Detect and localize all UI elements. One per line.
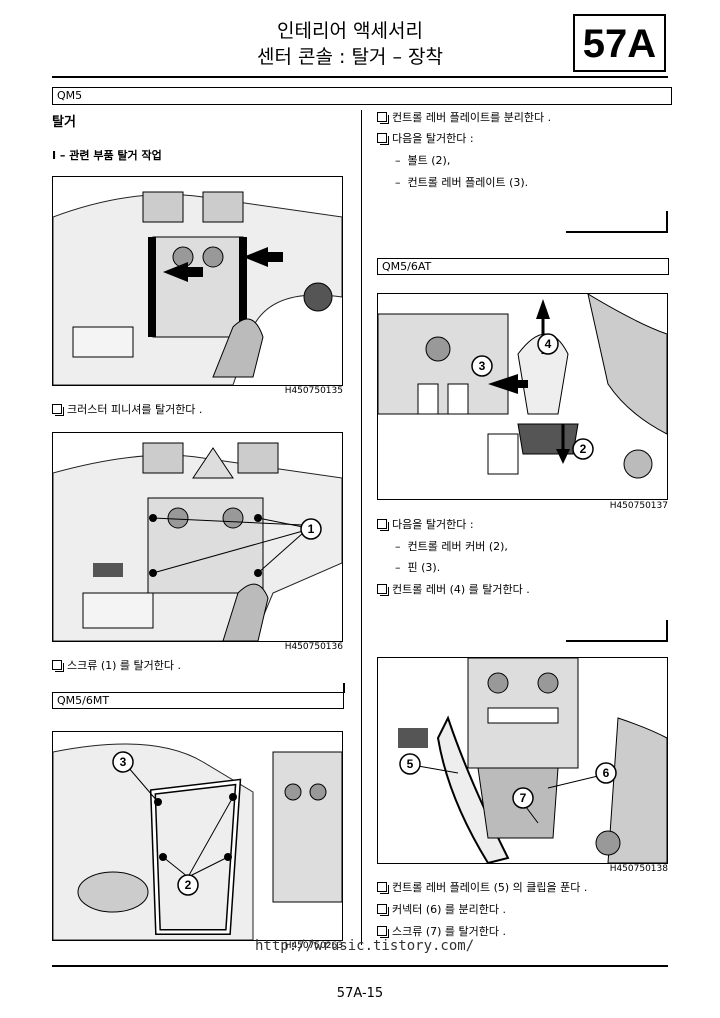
step-remove-screw-7: 스크류 (7) 를 탈거한다 . — [377, 925, 506, 939]
step-remove-control-lever: 컨트롤 레버 (4) 를 탈거한다 . — [377, 583, 530, 597]
list-item-text: 컨트롤 레버 커버 (2), — [407, 540, 508, 553]
figure-3-callout-2: 2 — [185, 878, 192, 892]
title-line-2: 센터 콘솔 : 탈거 – 장착 — [257, 46, 443, 68]
step-text: 다음을 탈거한다 : — [392, 518, 474, 531]
page-title-block: 인테리어 액세서리 센터 콘솔 : 탈거 – 장착 — [150, 18, 550, 70]
list-item-text: 컨트롤 레버 플레이트 (3). — [407, 176, 529, 189]
list-item: – 컨트롤 레버 플레이트 (3). — [395, 176, 529, 189]
title-line-1: 인테리어 액세서리 — [277, 20, 423, 42]
section-title: 탈거 — [52, 115, 76, 130]
watermark-url: http://wrusic.tistory.com/ — [255, 938, 475, 954]
variant-label-mt: QM5/6MT — [52, 692, 344, 709]
figure-4-drawing: 4 3 2 — [378, 294, 667, 499]
step-text: 크러스터 피니셔를 탈거한다 . — [67, 403, 203, 416]
step-remove-screw-1: 스크류 (1) 를 탈거한다 . — [52, 659, 181, 673]
step-text: 스크류 (7) 를 탈거한다 . — [392, 925, 507, 938]
end-marker-right-1 — [566, 211, 668, 233]
figure-3-callout-3: 3 — [120, 755, 127, 769]
list-item: – 볼트 (2), — [395, 154, 451, 167]
figure-5-callout-6: 6 — [603, 766, 610, 780]
step-text: 컨트롤 레버 (4) 를 탈거한다 . — [392, 583, 530, 596]
figure-2-code: H450750136 — [284, 642, 343, 652]
section-code-box: 57A — [573, 14, 666, 72]
figure-5: 5 6 7 — [377, 657, 668, 864]
figure-5-callout-5: 5 — [407, 757, 414, 771]
figure-1-code: H450750135 — [284, 386, 343, 396]
step-text: 스크류 (1) 를 탈거한다 . — [67, 659, 182, 672]
variant-label-at: QM5/6AT — [377, 258, 669, 275]
page-number: 57A-15 — [336, 986, 384, 1001]
figure-5-drawing: 5 6 7 — [378, 658, 667, 863]
figure-4: 4 3 2 — [377, 293, 668, 500]
checkbox-bullet-icon — [377, 519, 389, 531]
step-remove-following-1: 다음을 탈거한다 : — [377, 132, 474, 146]
checkbox-bullet-icon — [377, 882, 389, 894]
checkbox-bullet-icon — [377, 133, 389, 145]
checkbox-bullet-icon — [377, 926, 389, 938]
checkbox-bullet-icon — [377, 112, 389, 124]
step-text: 커넥터 (6) 를 분리한다 . — [392, 903, 507, 916]
list-item: – 컨트롤 레버 커버 (2), — [395, 540, 508, 553]
figure-5-callout-7: 7 — [520, 791, 527, 805]
figure-5-code: H450750138 — [609, 864, 668, 874]
figure-3-drawing: 3 2 — [53, 732, 342, 940]
list-item-text: 핀 (3). — [407, 561, 441, 574]
end-marker-left — [52, 683, 345, 693]
list-item-text: 볼트 (2), — [407, 154, 451, 167]
subsection-title: I – 관련 부품 탈거 작업 — [52, 149, 162, 162]
figure-4-callout-3: 3 — [479, 359, 486, 373]
figure-4-callout-4: 4 — [545, 337, 552, 351]
step-remove-following-2: 다음을 탈거한다 : — [377, 518, 474, 532]
figure-1-drawing — [53, 177, 342, 385]
figure-3: 3 2 — [52, 731, 343, 941]
model-bar: QM5 — [52, 87, 672, 105]
list-item: – 핀 (3). — [395, 561, 441, 574]
figure-4-callout-2: 2 — [580, 442, 587, 456]
step-disconnect-connector: 커넥터 (6) 를 분리한다 . — [377, 903, 506, 917]
step-text: 컨트롤 레버 플레이트를 분리한다 . — [392, 111, 552, 124]
figure-2: 1 — [52, 432, 343, 642]
figure-1 — [52, 176, 343, 386]
header-divider — [52, 76, 668, 78]
end-marker-right-2 — [566, 620, 668, 642]
column-divider — [361, 110, 362, 945]
step-remove-cluster-finisher: 크러스터 피니셔를 탈거한다 . — [52, 403, 202, 417]
footer-divider — [52, 965, 668, 967]
checkbox-bullet-icon — [52, 404, 64, 416]
figure-2-callout-1: 1 — [308, 522, 315, 536]
step-text: 다음을 탈거한다 : — [392, 132, 474, 145]
step-release-clips: 컨트롤 레버 플레이트 (5) 의 클립을 푼다 . — [377, 881, 587, 895]
checkbox-bullet-icon — [377, 904, 389, 916]
step-separate-lever-plate: 컨트롤 레버 플레이트를 분리한다 . — [377, 111, 551, 125]
checkbox-bullet-icon — [52, 660, 64, 672]
figure-3-code: H450750263 — [284, 941, 343, 951]
step-text: 컨트롤 레버 플레이트 (5) 의 클립을 푼다 . — [392, 881, 588, 894]
figure-2-drawing: 1 — [53, 433, 342, 641]
checkbox-bullet-icon — [377, 584, 389, 596]
figure-4-code: H450750137 — [609, 501, 668, 511]
